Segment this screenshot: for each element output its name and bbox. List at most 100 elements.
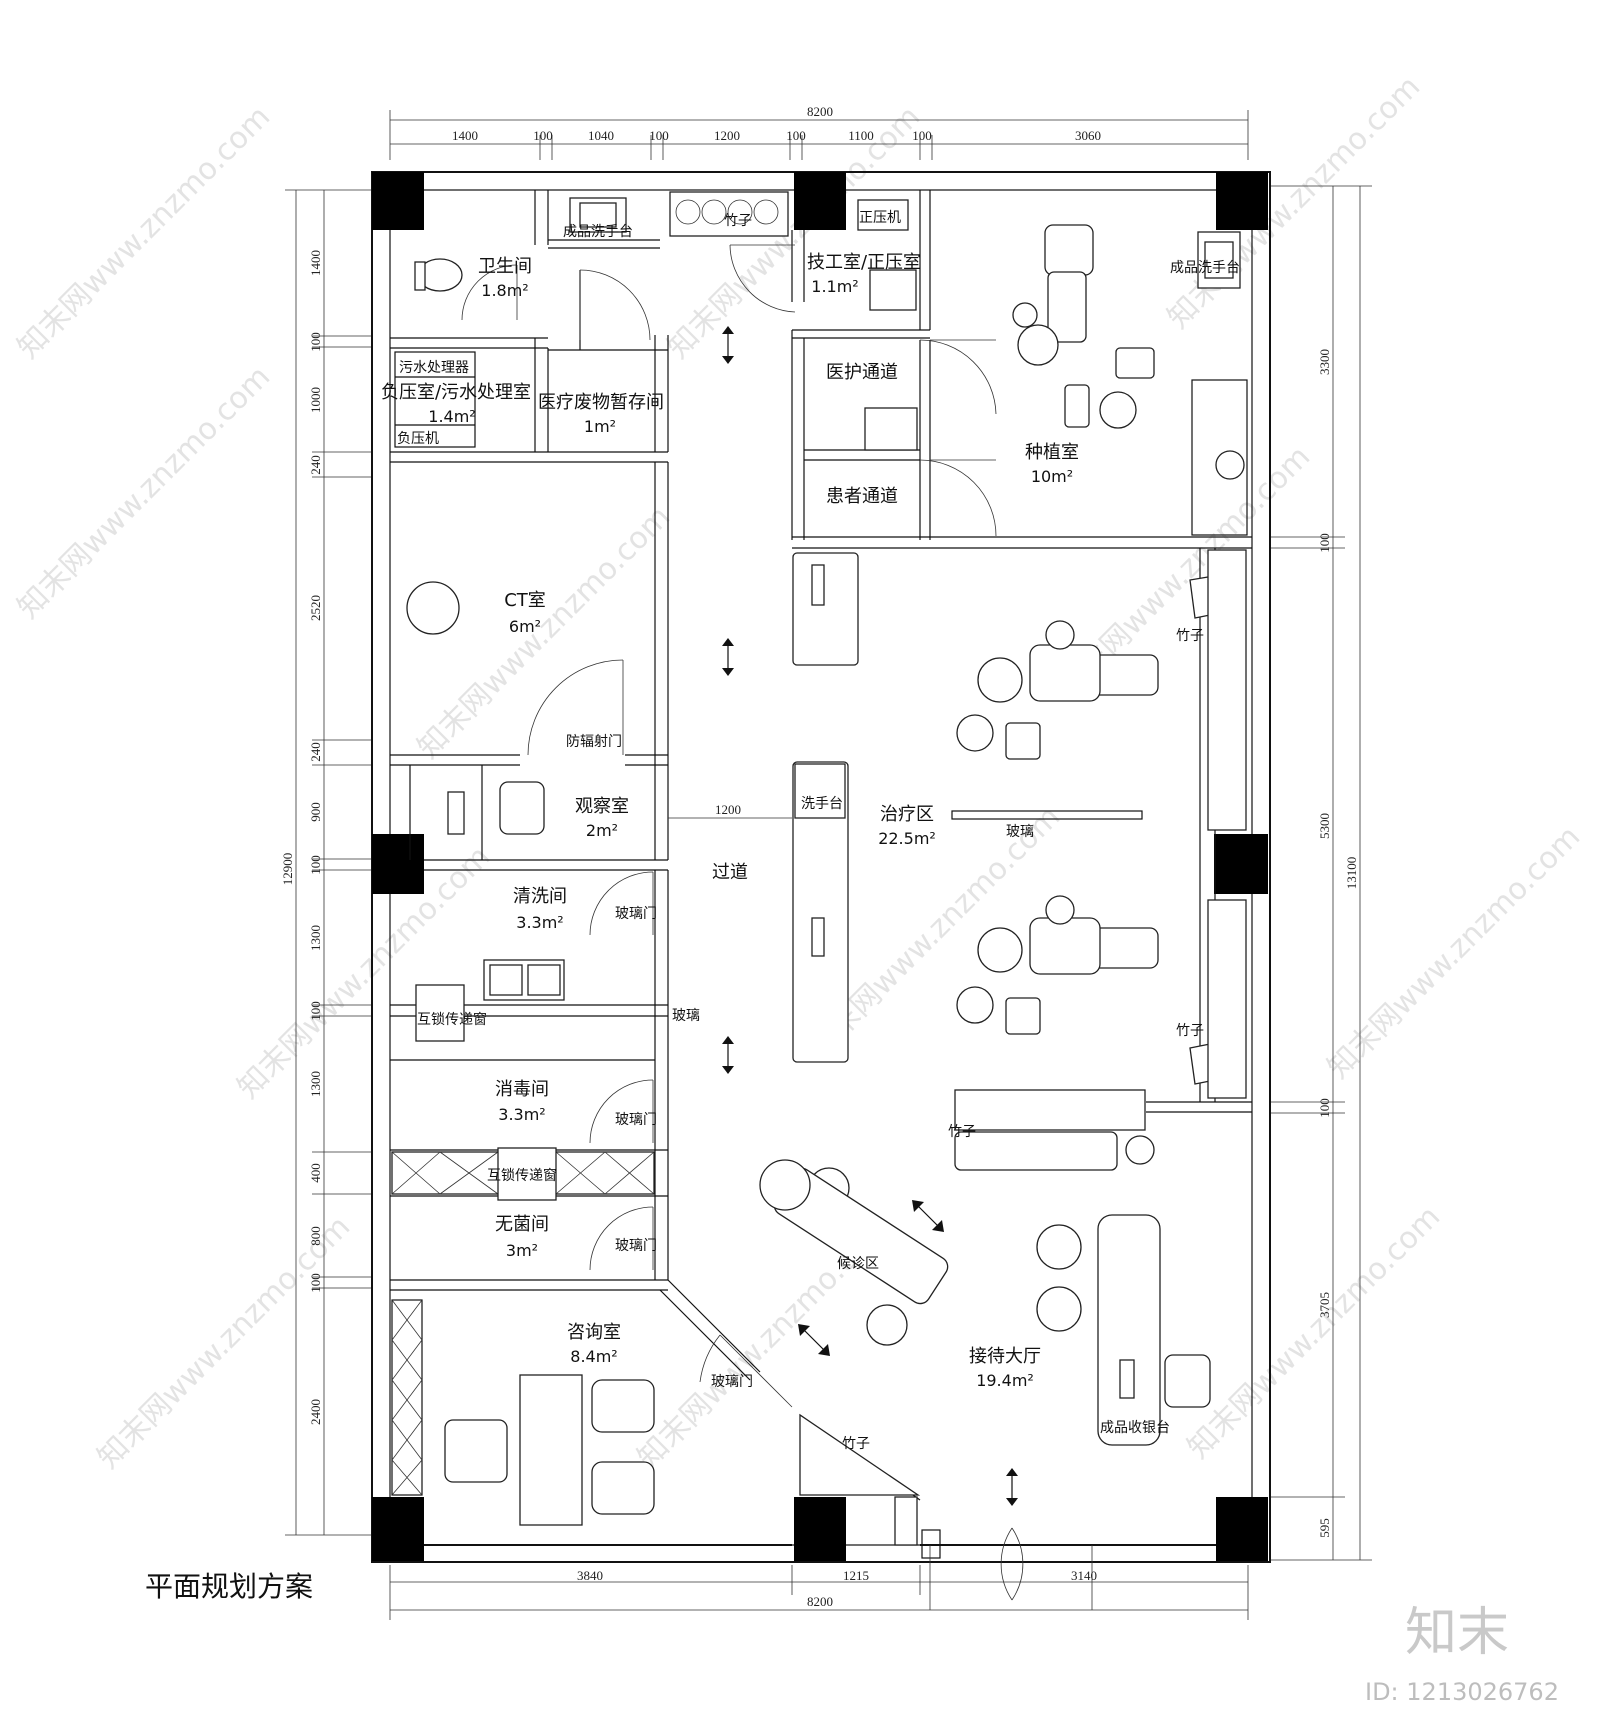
glass-door-label: 玻璃门 [615, 1237, 657, 1254]
monitor-icon [1119, 1359, 1135, 1399]
tech-room-name: 技工室/正压室 [807, 252, 921, 273]
stool-icon [956, 714, 994, 752]
bamboo-label: 竹子 [1176, 1023, 1204, 1039]
dim-right-6: 595 [1317, 1518, 1332, 1538]
watermark-text: 知末网www.znzmo.com [411, 499, 677, 765]
dim-right-1: 3300 [1317, 349, 1332, 375]
fixtures [391, 191, 1247, 1546]
image-id: ID: 1213026762 [1365, 1678, 1559, 1706]
reception-name: 接待大厅 [969, 1346, 1041, 1367]
dim-top-7: 1100 [848, 128, 874, 143]
implant-room-name: 种植室 [1025, 442, 1079, 463]
counter [792, 552, 859, 666]
glass-label-corridor: 玻璃 [672, 1007, 700, 1024]
negative-room-area: 1.4m² [428, 407, 475, 426]
dim-bottom-2: 1215 [843, 1568, 869, 1583]
flow-arrows [722, 326, 1018, 1506]
dim-right-2: 100 [1317, 533, 1332, 553]
ct-scanner-icon [406, 581, 460, 635]
bamboo-planter [669, 191, 789, 237]
patient-passage-label: 患者通道 [826, 486, 898, 507]
implant-room-area: 10m² [1031, 467, 1073, 486]
watermark-text: 知末网www.znzmo.com [11, 359, 277, 625]
dental-chair-icon [1044, 224, 1094, 276]
dim-top-9: 3060 [1075, 128, 1101, 143]
interlock-window [415, 984, 465, 1042]
column [372, 834, 424, 894]
counter [792, 761, 849, 1063]
sewage-label: 污水处理器 [399, 360, 469, 376]
column [794, 172, 846, 230]
desk [519, 1374, 583, 1526]
dimension-bottom: 3840 1215 3140 8200 [389, 1565, 1249, 1620]
logo: 知末 [1405, 1603, 1509, 1663]
dimension-top: 8200 1400 100 1040 100 1200 100 1100 100… [389, 104, 1249, 160]
disinfection-room-name: 消毒间 [495, 1079, 549, 1100]
interlock-window [497, 1147, 557, 1201]
watermark-text: 知末网www.znzmo.com [231, 839, 497, 1105]
dim-bottom-total: 8200 [807, 1594, 833, 1609]
ct-room-name: CT室 [504, 590, 546, 611]
glass-label-treatment: 玻璃 [1006, 823, 1034, 840]
positive-pressure-label: 正压机 [859, 210, 901, 226]
dim-left-total: 12900 [280, 853, 295, 886]
dim-left-6: 240 [308, 742, 323, 762]
consult-room-name: 咨询室 [567, 1322, 621, 1343]
watermark-text: 知末网www.znzmo.com [1321, 819, 1587, 1085]
dim-left-11: 1300 [308, 1071, 323, 1097]
stool-icon [1036, 1286, 1082, 1332]
dim-bottom-1: 3840 [577, 1568, 603, 1583]
dim-left-14: 100 [308, 1273, 323, 1293]
dim-top-6: 100 [786, 128, 806, 143]
dim-left-1: 1400 [308, 250, 323, 276]
doors [461, 244, 1093, 1610]
sink-icon [864, 407, 918, 451]
dim-left-5: 2520 [308, 595, 323, 621]
dim-left-15: 2400 [308, 1399, 323, 1425]
interlock-window-label: 互锁传递窗 [417, 1011, 487, 1028]
chair-icon [499, 781, 545, 835]
negative-machine-label: 负压机 [397, 431, 439, 447]
treatment-area-area: 22.5m² [878, 829, 936, 848]
dim-left-9: 1300 [308, 925, 323, 951]
bamboo-planter [799, 1413, 921, 1496]
dim-right-total: 13100 [1344, 857, 1359, 890]
negative-room-name: 负压室/污水处理室 [381, 382, 531, 403]
positive-pressure-machine [857, 199, 909, 231]
watermark-text: 知末网www.znzmo.com [91, 1209, 357, 1475]
dim-top-1: 1400 [452, 128, 478, 143]
corridor-width-label: 1200 [715, 802, 741, 817]
dim-top-5: 1200 [714, 128, 740, 143]
column [794, 1497, 846, 1561]
plant-icon [759, 1159, 811, 1211]
bamboo-planter [954, 1089, 1146, 1131]
dim-left-10: 100 [308, 1001, 323, 1021]
glass-door-label: 玻璃门 [711, 1373, 753, 1390]
toilet-name: 卫生间 [478, 256, 532, 277]
interlock-window-label: 互锁传递窗 [487, 1167, 557, 1184]
dim-left-7: 900 [308, 802, 323, 822]
dim-left-2: 100 [308, 332, 323, 352]
plan-title: 平面规划方案 [145, 1570, 313, 1603]
sink-label-top-left: 成品洗手台 [563, 224, 633, 240]
dim-left-13: 800 [308, 1226, 323, 1246]
treatment-area-name: 治疗区 [880, 804, 934, 825]
observation-room-name: 观察室 [575, 796, 629, 817]
tech-room-area: 1.1m² [811, 277, 858, 296]
dim-left-8: 100 [308, 855, 323, 875]
dim-left-12: 400 [308, 1163, 323, 1183]
chair-icon [444, 1419, 508, 1483]
dim-right-3: 5300 [1317, 813, 1332, 839]
stool-icon [1036, 1224, 1082, 1270]
dimension-left: 12900 1400 100 1000 240 2520 240 900 100… [280, 189, 372, 1536]
bamboo-planter [1207, 899, 1247, 1099]
sink-label-top-right: 成品洗手台 [1170, 260, 1240, 276]
disinfection-room-area: 3.3m² [498, 1105, 545, 1124]
staff-passage-label: 医护通道 [826, 362, 898, 383]
stool-icon [956, 986, 994, 1024]
dim-top-3: 1040 [588, 128, 614, 143]
glass-door-label: 玻璃门 [615, 905, 657, 922]
bamboo-label: 竹子 [842, 1436, 870, 1452]
toilet-area: 1.8m² [481, 281, 528, 300]
